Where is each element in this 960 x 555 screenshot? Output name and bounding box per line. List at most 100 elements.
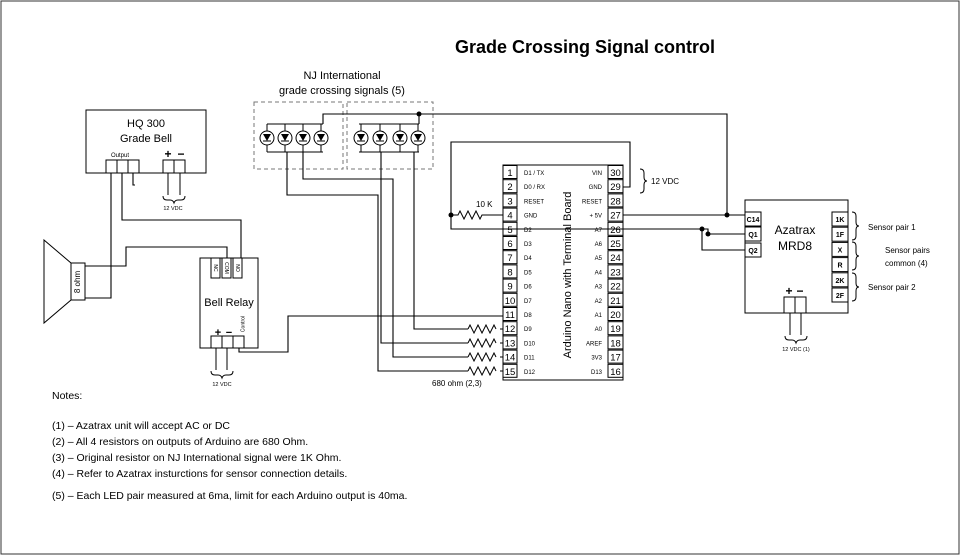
arduino-pin-label: D10: [524, 341, 536, 347]
sensor-common-label-2: common (4): [885, 259, 928, 268]
arduino-pin-label: A3: [595, 285, 603, 291]
arduino-pin-label: + 5V: [589, 214, 602, 220]
arduino-pin-number: 18: [610, 338, 621, 349]
azatrax-right-pin-box: [831, 226, 849, 242]
grade-bell: HQ 300 Grade Bell Output + − 12 VDC: [85, 109, 207, 212]
relay-minus-sign: −: [226, 327, 232, 339]
arduino-pin-label: D13: [591, 370, 603, 376]
arduino-pin-number: 13: [505, 338, 516, 349]
arduino-pin-label: A5: [595, 256, 603, 262]
arduino-pin-label: D12: [524, 370, 536, 376]
azatrax-model: MRD8: [778, 239, 812, 253]
arduino-pin-number: 27: [610, 211, 621, 222]
arduino-pin-label: VIN: [592, 171, 602, 177]
arduino-pin-number: 25: [610, 239, 621, 250]
bell-relay: NC COM NO Bell Relay + − Control 12 VDC: [199, 257, 259, 388]
arduino-pin-box: [607, 250, 624, 265]
arduino-pin-number: 19: [610, 324, 621, 335]
arduino-pin-number: 20: [610, 310, 621, 321]
azatrax-box: [744, 199, 849, 314]
arduino-pin-label: D8: [524, 313, 532, 319]
led-diode-symbol: [317, 134, 325, 141]
arduino-pin-number: 7: [507, 253, 512, 264]
wire-relay-control-d8: [238, 315, 503, 353]
azatrax-power-leads: [789, 313, 802, 335]
arduino-pin-box: [502, 321, 518, 336]
relay-pin-no-box: [232, 257, 243, 279]
grade-bell-output-label: Output: [111, 153, 129, 159]
arduino-pin-label: A6: [595, 242, 603, 248]
arduino-pin-label: D3: [524, 242, 532, 248]
speaker: 8 ohm: [43, 238, 86, 325]
bell-output-terminal-1: [105, 159, 118, 174]
relay-power-brace: [210, 370, 234, 380]
arduino-pin-box: [607, 363, 624, 378]
led-group: [259, 124, 426, 152]
arduino-supply-label: 12 VDC: [651, 177, 679, 186]
sensor-pair-2-brace: [851, 272, 860, 302]
arduino-board: [502, 164, 624, 381]
azatrax-right-pin-box: [831, 272, 849, 288]
arduino-pin-number: 9: [507, 282, 512, 293]
led-diode-symbol: [299, 134, 307, 141]
azatrax-right-pin-box: [831, 287, 849, 303]
wire-bell-stub: [132, 173, 135, 186]
pullup-label: 10 K: [476, 200, 493, 209]
azatrax-left-pin-label: Q1: [748, 232, 757, 239]
arduino-pin-label: GND: [589, 185, 603, 191]
arduino-pin-box: [607, 236, 624, 250]
junction-5v: [724, 212, 730, 218]
arduino-pin-number: 8: [507, 267, 512, 278]
bell-output-terminal-3: [127, 159, 140, 174]
wire-signal-d9: [413, 152, 468, 330]
arduino-pin-box: [502, 264, 518, 279]
wire-signal-common-5v: [322, 113, 728, 215]
arduino-pin-number: 21: [610, 296, 621, 307]
arduino-pin-label: D5: [524, 270, 532, 276]
sensor-pair-1-label: Sensor pair 1: [868, 223, 916, 232]
relay-control-label: Control: [240, 316, 246, 332]
arduino-pin-number: 4: [507, 211, 512, 222]
wire-speaker-relay-com: [85, 246, 228, 267]
resistor-d11: [467, 351, 497, 363]
arduino-name: Arduino Nano with Terminal Board: [562, 192, 574, 359]
led-diode-symbol: [263, 134, 271, 141]
arduino-pin-label: AREF: [586, 341, 602, 347]
wire-q2-d2: [701, 229, 745, 251]
arduino-pin-box: [607, 292, 624, 307]
relay-pin-nc-box: [210, 257, 221, 279]
relay-plus-sign: +: [215, 327, 221, 339]
arduino-pin-box: [607, 165, 624, 179]
arduino-pin-box: [607, 193, 624, 208]
azatrax-minus-sign: −: [796, 284, 803, 298]
arduino-pin-number: 5: [507, 225, 512, 236]
bell-output-terminal-2: [116, 159, 129, 174]
wire-bell-speaker-1: [85, 173, 112, 299]
junction-dots: [416, 111, 730, 237]
azatrax-power-brace: [784, 335, 808, 345]
azatrax-right-pin-label: 1F: [836, 232, 845, 239]
bell-power-leads: [167, 173, 181, 195]
signal-group-left: [253, 101, 344, 170]
led-diode-symbol: [357, 134, 365, 141]
output-resistors: 680 ohm (2,3) 10 K: [432, 200, 503, 388]
arduino-pin-label: RESET: [524, 199, 544, 205]
azatrax-right-pin-label: R: [837, 263, 842, 270]
arduino-pin-label: GND: [524, 214, 538, 220]
notes-header: Notes:: [52, 390, 83, 402]
signal-group-right: [346, 101, 434, 170]
azatrax-right-pin-box: [831, 257, 849, 273]
arduino-pin-number: 6: [507, 239, 512, 250]
azatrax-supply-label: 12 VDC (1): [782, 347, 810, 353]
speaker-magnet: [70, 262, 86, 301]
arduino-pin-label: A1: [595, 313, 603, 319]
resistor-value-label: 680 ohm (2,3): [432, 379, 482, 388]
sensor-common-brace: [851, 241, 860, 271]
arduino-pin-number: 23: [610, 267, 621, 278]
arduino-pin-label: A4: [595, 270, 603, 276]
arduino-pin-label: 3V3: [591, 356, 602, 362]
arduino-pin-number: 26: [610, 225, 621, 236]
